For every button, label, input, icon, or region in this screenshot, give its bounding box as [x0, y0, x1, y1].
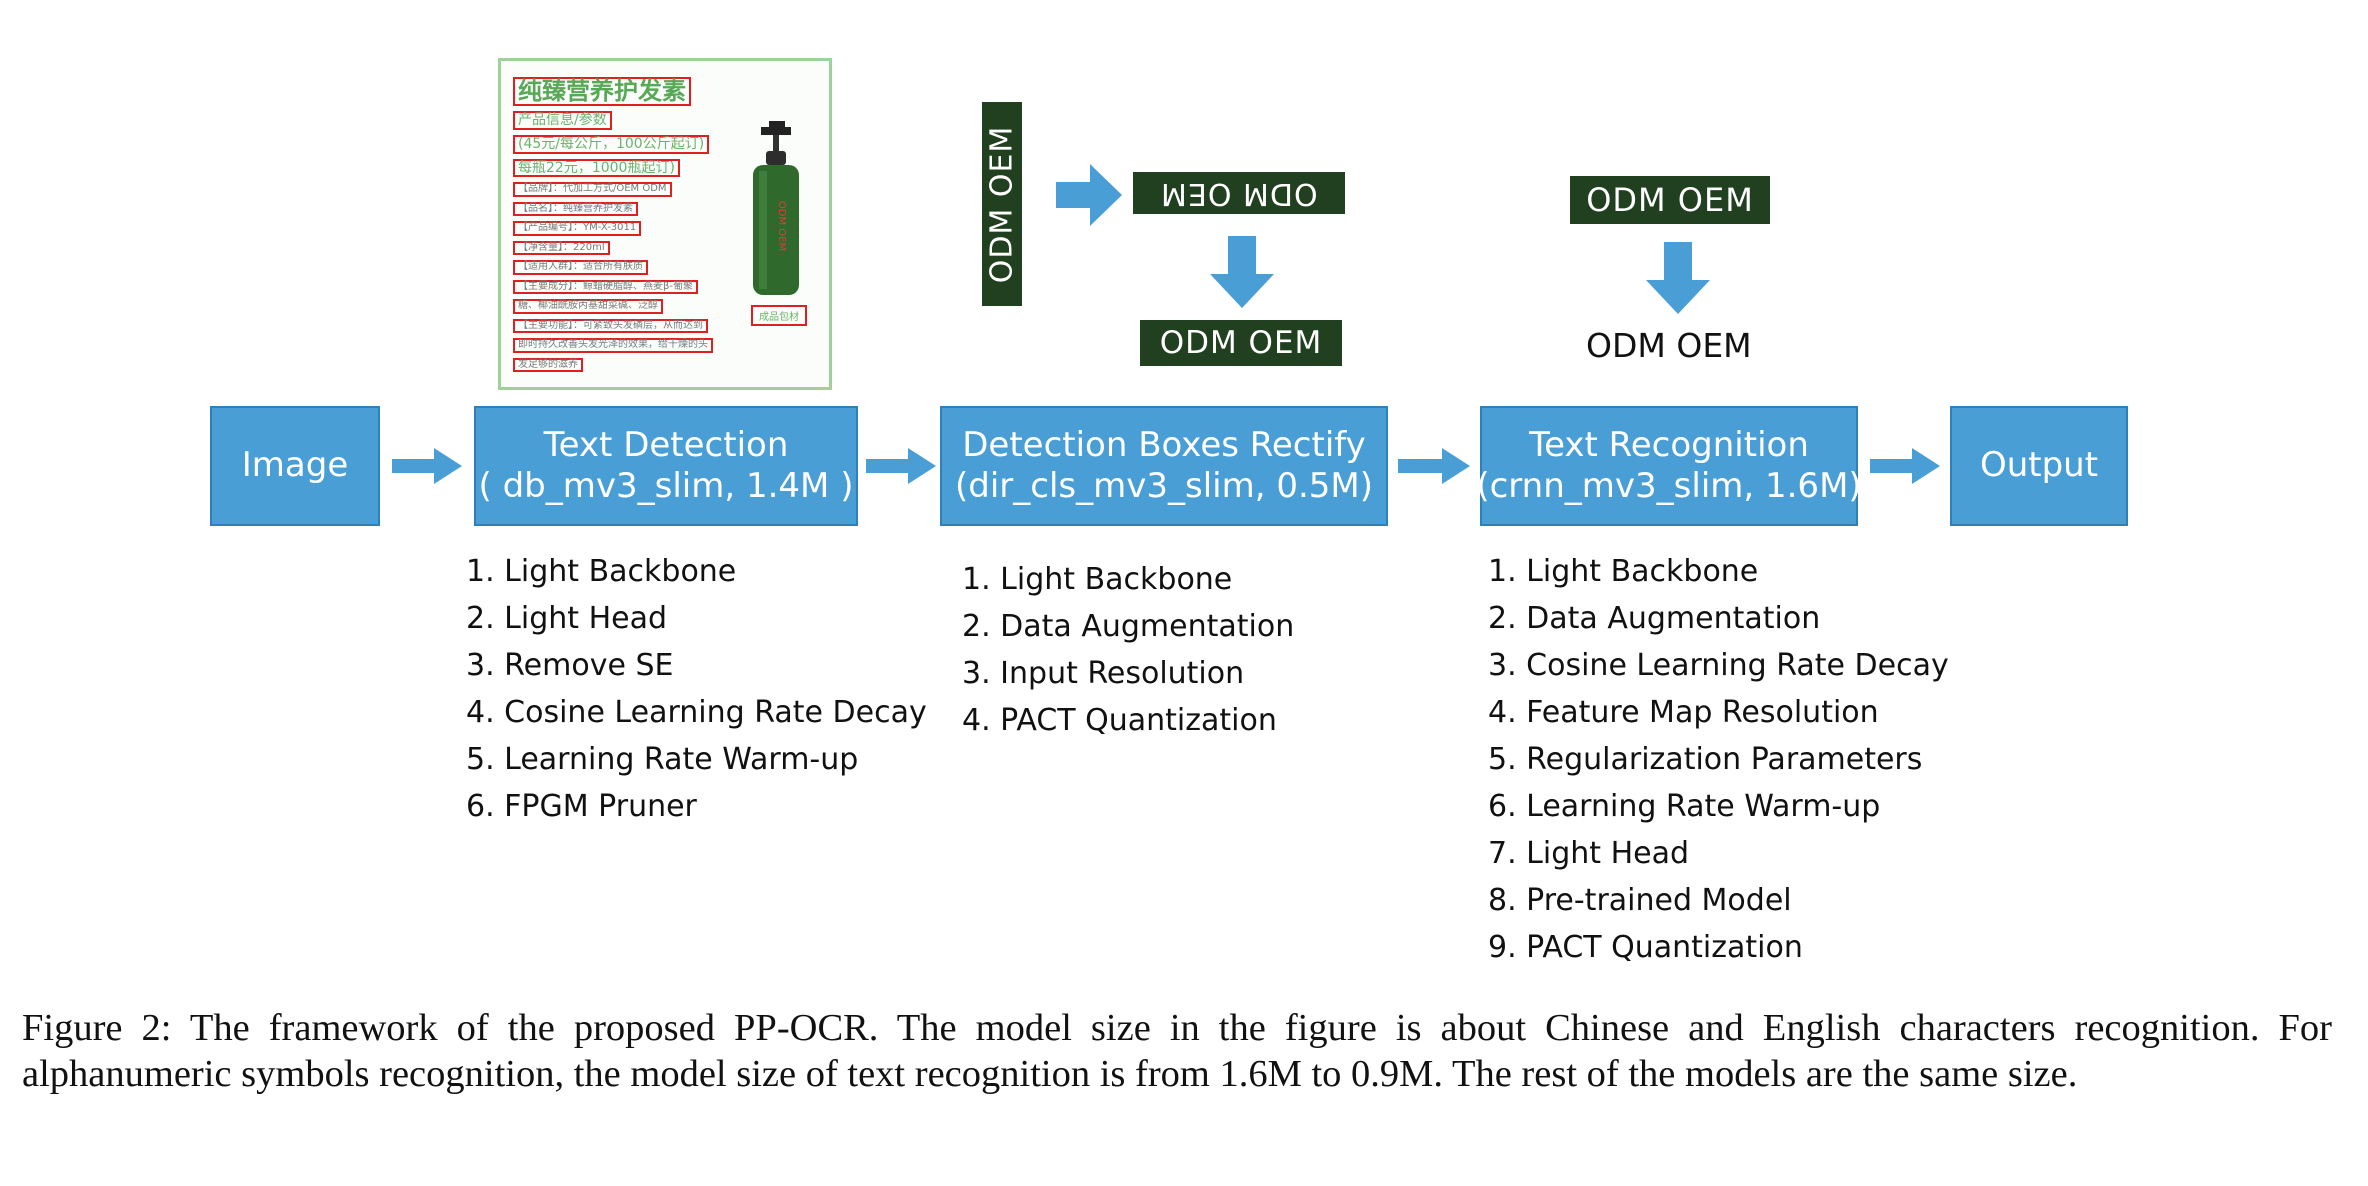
text-recognition-model: (crnn_mv3_slim, 1.6M) — [1476, 466, 1862, 506]
list-item: 2. Data Augmentation — [962, 609, 1295, 644]
product-line: 【产品编号】：YM-X-3011 — [513, 221, 642, 236]
recognized-text: ODM OEM — [1586, 326, 1752, 365]
product-line: 即时持久改善头发光泽的效果，给干燥的头 — [513, 338, 713, 353]
arrow-right-icon — [1056, 164, 1122, 226]
list-item: 7. Light Head — [1488, 836, 1690, 871]
list-item: 8. Pre-trained Model — [1488, 883, 1792, 918]
list-item: 1. Light Backbone — [1488, 554, 1759, 589]
list-item: 4. Feature Map Resolution — [1488, 695, 1879, 730]
list-item: 3. Cosine Learning Rate Decay — [1488, 648, 1949, 683]
text-detection-model: ( db_mv3_slim, 1.4M ) — [478, 466, 854, 506]
flipped-crop-sample: ODM OEM — [1133, 172, 1345, 214]
rotated-crop-text: ODM OEM — [984, 125, 1020, 283]
list-item: 9. PACT Quantization — [1488, 930, 1803, 965]
text-recognition-title: Text Recognition — [1529, 424, 1809, 465]
detection-strategy-list: 1. Light Backbone 2. Light Head 3. Remov… — [466, 548, 927, 830]
list-item: 1. Light Backbone — [466, 554, 737, 589]
product-sample-image: 纯臻营养护发素 产品信息/参数 (45元/每公斤，100公斤起订) 每瓶22元，… — [498, 58, 832, 390]
product-line: 发足够的滋养 — [513, 357, 583, 373]
list-item: 6. FPGM Pruner — [466, 789, 697, 824]
product-line: 每瓶22元，1000瓶起订) — [513, 158, 680, 178]
recognition-strategy-list: 1. Light Backbone 2. Data Augmentation 3… — [1488, 548, 1949, 971]
product-line: 【品名】：纯臻营养护发素 — [513, 201, 638, 217]
list-item: 5. Learning Rate Warm-up — [466, 742, 859, 777]
list-item: 6. Learning Rate Warm-up — [1488, 789, 1881, 824]
recognition-input-crop: ODM OEM — [1570, 176, 1770, 224]
detection-rectify-title: Detection Boxes Rectify — [962, 424, 1366, 465]
text-recognition-box: Text Recognition (crnn_mv3_slim, 1.6M) — [1476, 406, 1862, 526]
corrected-crop-sample: ODM OEM — [1140, 320, 1342, 366]
product-line: 【主要成分】：鲸蜡硬脂醇、燕麦β-葡聚 — [513, 279, 698, 295]
arrow-right-icon — [866, 448, 936, 484]
output-box: Output — [1950, 406, 2128, 526]
corrected-crop-text: ODM OEM — [1159, 325, 1323, 361]
list-item: 2. Data Augmentation — [1488, 601, 1821, 636]
image-box: Image — [210, 406, 380, 526]
recognition-input-text: ODM OEM — [1586, 181, 1754, 219]
text-detection-title: Text Detection — [543, 424, 789, 465]
product-line: 【适用人群】：适合所有肤质 — [513, 260, 648, 275]
output-box-label: Output — [1979, 445, 2099, 486]
arrow-down-icon — [1210, 236, 1274, 308]
figure-caption: Figure 2: The framework of the proposed … — [22, 1007, 2332, 1095]
detection-rectify-model: (dir_cls_mv3_slim, 0.5M) — [954, 466, 1373, 506]
detection-rectify-box: Detection Boxes Rectify (dir_cls_mv3_sli… — [940, 406, 1388, 526]
arrow-down-icon — [1646, 242, 1710, 314]
list-item: 4. Cosine Learning Rate Decay — [466, 695, 927, 730]
arrow-right-icon — [1398, 448, 1470, 484]
list-item: 5. Regularization Parameters — [1488, 742, 1923, 777]
product-line: (45元/每公斤，100公斤起订) — [513, 134, 710, 154]
text-detection-box: Text Detection ( db_mv3_slim, 1.4M ) — [474, 406, 858, 526]
product-stamp: 成品包材 — [751, 305, 807, 326]
list-item: 2. Light Head — [466, 601, 668, 636]
rectify-strategy-list: 1. Light Backbone 2. Data Augmentation 3… — [962, 556, 1294, 744]
product-line: 产品信息/参数 — [513, 111, 612, 130]
bottle-label: ODM OEM — [776, 201, 787, 251]
product-line: 糖、椰油酰胺丙基甜菜碱、泛醇 — [513, 299, 663, 314]
image-box-label: Image — [241, 445, 349, 486]
detection-boxes: 纯臻营养护发素 产品信息/参数 (45元/每公斤，100公斤起订) 每瓶22元，… — [513, 77, 763, 377]
list-item: 3. Remove SE — [466, 648, 674, 683]
product-line: 【品牌】：代加工方式/OEM ODM — [513, 182, 672, 197]
bottle-icon: ODM OEM — [753, 121, 799, 295]
list-item: 4. PACT Quantization — [962, 703, 1277, 738]
arrow-right-icon — [1870, 448, 1940, 484]
list-item: 3. Input Resolution — [962, 656, 1245, 691]
list-item: 1. Light Backbone — [962, 562, 1233, 597]
rotated-crop-sample: ODM OEM — [982, 102, 1022, 306]
flipped-crop-text: ODM OEM — [1160, 175, 1318, 211]
product-line: 纯臻营养护发素 — [513, 77, 691, 107]
product-line: 【主要功能】：可紧致头发磷层，从而达到 — [513, 318, 708, 334]
product-line: 【净含量】：220ml — [513, 240, 610, 256]
arrow-right-icon — [392, 448, 462, 484]
